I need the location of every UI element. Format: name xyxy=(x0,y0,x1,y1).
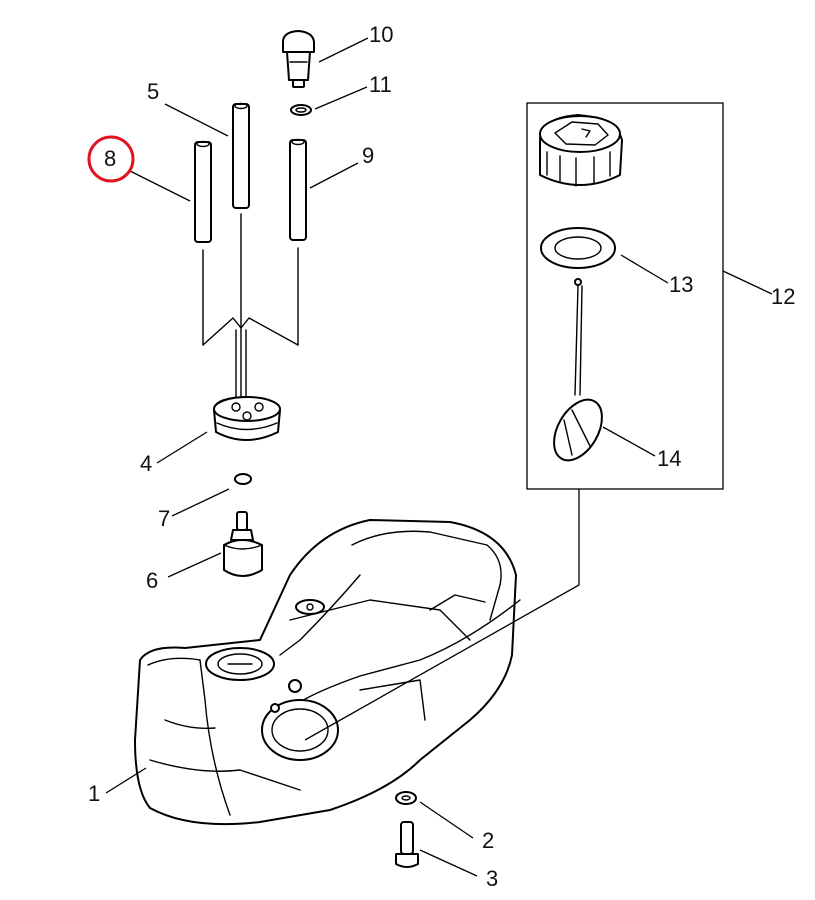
o-ring-11[interactable] xyxy=(290,104,312,116)
callout-12[interactable]: 12 xyxy=(771,284,795,309)
fuel-line-8[interactable] xyxy=(194,140,212,346)
bolt-3[interactable] xyxy=(395,821,419,868)
callout-2[interactable]: 2 xyxy=(482,828,494,853)
fuel-line-9[interactable] xyxy=(289,138,307,346)
leader-lines xyxy=(105,37,773,877)
callout-5[interactable]: 5 xyxy=(147,79,159,104)
washer-2[interactable] xyxy=(395,791,417,805)
tether-14[interactable] xyxy=(544,278,612,469)
fuel-filter-6[interactable] xyxy=(223,511,263,577)
cap-assembly-box-12 xyxy=(526,102,724,490)
callout-11[interactable]: 11 xyxy=(369,72,392,97)
ring-7[interactable] xyxy=(234,473,252,485)
grommet-4[interactable] xyxy=(213,396,281,441)
callout-13[interactable]: 13 xyxy=(669,272,693,297)
line-break-symbol xyxy=(202,317,299,346)
callout-10[interactable]: 10 xyxy=(369,22,393,47)
callout-6[interactable]: 6 xyxy=(146,568,158,593)
callout-8-highlight-circle xyxy=(87,135,135,183)
callout-7[interactable]: 7 xyxy=(158,506,170,531)
fuel-tank-1[interactable] xyxy=(134,519,521,826)
fuel-cap[interactable] xyxy=(539,114,623,187)
callout-3[interactable]: 3 xyxy=(486,866,498,891)
breather-valve-10[interactable] xyxy=(282,30,315,88)
fuel-line-5[interactable] xyxy=(232,102,250,406)
cap-gasket-13[interactable] xyxy=(540,227,616,269)
callout-4[interactable]: 4 xyxy=(140,451,152,476)
callout-8[interactable]: 8 xyxy=(104,146,116,171)
callout-14[interactable]: 14 xyxy=(657,446,681,471)
callout-9[interactable]: 9 xyxy=(362,143,374,168)
callout-1[interactable]: 1 xyxy=(88,781,100,806)
cap-assembly-connector xyxy=(304,489,580,741)
